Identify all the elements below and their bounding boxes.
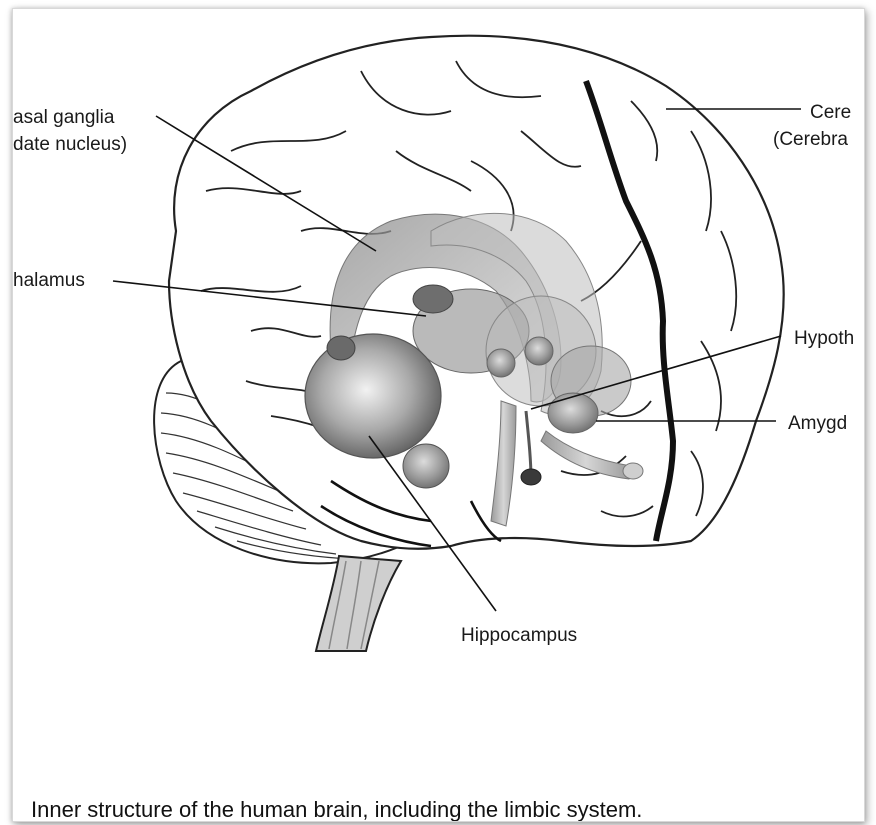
label-cerebrum-1: Cere <box>810 101 851 124</box>
label-thalamus: halamus <box>13 269 85 292</box>
label-hippocampus: Hippocampus <box>461 624 577 647</box>
label-amygdala: Amygd <box>788 412 847 435</box>
label-cerebrum-2: (Cerebra <box>773 128 848 151</box>
label-hypothalamus: Hypoth <box>794 327 854 350</box>
label-basal-ganglia-1: asal ganglia <box>13 106 114 129</box>
figure-panel: asal ganglia date nucleus) halamus Cere … <box>12 8 865 822</box>
brain-diagram <box>13 9 864 821</box>
label-basal-ganglia-2: date nucleus) <box>13 133 127 156</box>
figure-caption: Inner structure of the human brain, incl… <box>31 797 642 822</box>
brain-stem <box>316 556 401 651</box>
